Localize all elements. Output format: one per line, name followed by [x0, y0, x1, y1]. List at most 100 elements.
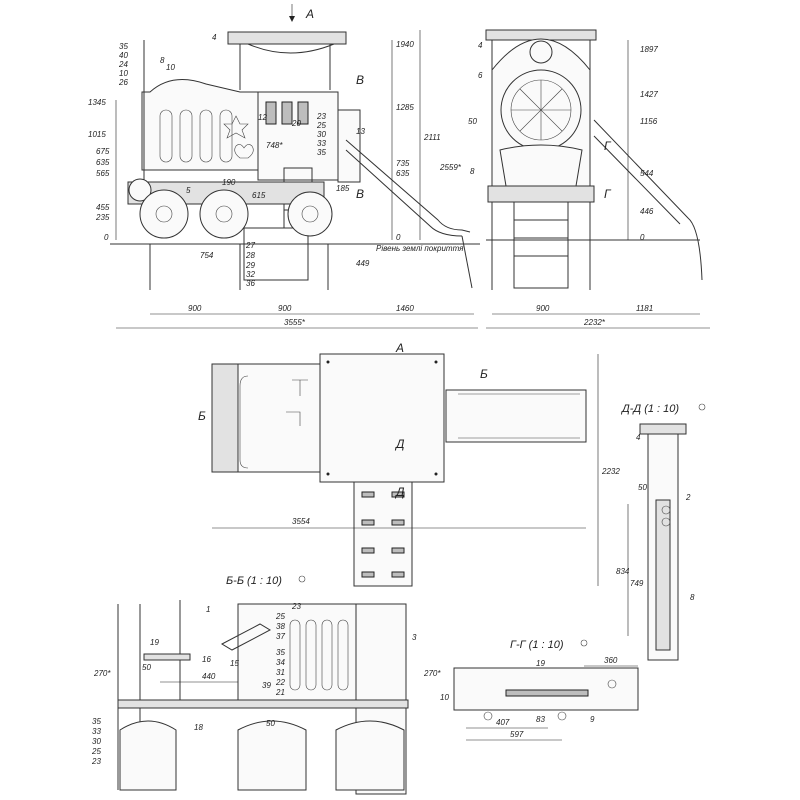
bb-dim-440: 440 [202, 672, 216, 681]
tower-window [265, 101, 277, 125]
side-view: 4 6 8 50 Г Г 1897 1427 1156 544 446 0 90… [468, 29, 710, 329]
section-bb-title: Б-Б (1 : 10) [226, 575, 282, 587]
side-callout-6: 6 [478, 71, 483, 80]
dd-bolt [661, 517, 671, 527]
bb-left-30: 30 [92, 737, 101, 746]
side-section-marker-top: Г [604, 139, 612, 153]
wheel [287, 191, 333, 237]
dim-675: 675 [96, 147, 110, 156]
callout-13: 13 [356, 127, 365, 136]
side-cowcatcher [499, 144, 583, 187]
front-view: A 4 20 12 13 [88, 4, 480, 329]
side-chassis [487, 185, 595, 203]
gg-callout-19: 19 [536, 659, 545, 668]
dd-callout-8: 8 [690, 593, 695, 602]
dim-635-right: 635 [396, 169, 410, 178]
bb-tower-panel [237, 603, 357, 701]
front-slide-bottom [345, 149, 463, 237]
section-gg: Г-Г (1 : 10) 19 10 9 360 83 407 597 [440, 639, 639, 741]
gg-foot [557, 711, 567, 721]
bb-wheel-right [335, 720, 405, 791]
section-bb-symbol [298, 575, 306, 583]
dd-dim-749: 749 [630, 579, 644, 588]
bb-left-35: 35 [92, 717, 101, 726]
section-gg-title: Г-Г (1 : 10) [510, 639, 564, 651]
side-dim-50: 50 [468, 117, 477, 126]
dim-1285: 1285 [396, 103, 414, 112]
dim-3555: 3555* [284, 318, 306, 327]
plan-step [361, 571, 375, 578]
dim-544: 544 [640, 169, 654, 178]
bb-dim-50-bottom: 50 [266, 719, 275, 728]
callout-24: 24 [118, 60, 128, 69]
section-marker-b-top: B [356, 73, 364, 87]
plan-step [391, 571, 405, 578]
dd-bolt [661, 505, 671, 515]
section-dd-title: Д-Д (1 : 10) [620, 403, 679, 415]
gg-callout-9: 9 [590, 715, 595, 724]
dim-900-a: 900 [188, 304, 202, 313]
plan-platform [319, 353, 445, 483]
ground-note: Рівень землі покриття [376, 244, 464, 253]
bb-callout-15: 15 [230, 659, 239, 668]
bb-stack-34: 34 [276, 658, 285, 667]
bb-dim-270-right: 270* [423, 669, 441, 678]
wheel [199, 189, 249, 239]
section-bb: Б-Б (1 : 10) 1 19 16 15 3 39 18 23 25 38… [91, 575, 441, 795]
dd-dim-50: 50 [638, 483, 647, 492]
dim-1015: 1015 [88, 130, 106, 139]
bb-seat [143, 653, 191, 661]
view-arrow-head [289, 16, 295, 22]
gg-dim-83: 83 [536, 715, 545, 724]
side-callout-8: 8 [470, 167, 475, 176]
dim-1156: 1156 [640, 117, 658, 126]
gg-platform [505, 689, 589, 697]
dd-callout-2: 2 [685, 493, 691, 502]
wheel-hub [215, 205, 233, 223]
dd-callout-4: 4 [636, 433, 641, 442]
dim-900-side: 900 [536, 304, 550, 313]
bb-deck [117, 699, 409, 709]
dim-446: 446 [640, 207, 654, 216]
heart-cutout [234, 144, 254, 159]
dim-185: 185 [336, 184, 350, 193]
tower-window [281, 101, 293, 125]
callout-26: 26 [118, 78, 128, 87]
bb-stack-31: 31 [276, 668, 285, 677]
callout-10b: 10 [119, 69, 128, 78]
plan-step [361, 547, 375, 554]
plan-cab-curve [239, 375, 249, 469]
dim-0-right: 0 [396, 233, 401, 242]
roof-posts [239, 43, 335, 90]
plan-section-d: Д [394, 437, 405, 451]
callout-35b: 35 [317, 148, 326, 157]
callout-27: 27 [245, 241, 255, 250]
bb-callout-3: 3 [412, 633, 417, 642]
gg-dim-360: 360 [604, 656, 618, 665]
plan-view: A Б Б Д Д 3554 2232 [198, 341, 620, 587]
gg-bolt [607, 679, 617, 689]
dim-455: 455 [96, 203, 110, 212]
plan-section-b-right: Б [480, 367, 488, 381]
plan-step [361, 519, 375, 526]
side-ladder [513, 201, 569, 289]
dim-748: 748* [266, 141, 283, 150]
slide-support [461, 235, 473, 289]
wheel [139, 189, 189, 239]
dd-panel [655, 499, 671, 651]
callout-32: 32 [246, 270, 255, 279]
dim-1940: 1940 [396, 40, 414, 49]
bolt [326, 360, 330, 364]
dim-615: 615 [252, 191, 266, 200]
plan-section-d-2: Д [394, 485, 405, 499]
dim-449: 449 [356, 259, 370, 268]
boiler-front [337, 109, 361, 183]
plan-step [391, 547, 405, 554]
callout-12: 12 [258, 113, 267, 122]
callout-29: 29 [245, 261, 255, 270]
bb-steering [220, 623, 272, 651]
callout-8: 8 [160, 56, 165, 65]
bb-left-33: 33 [92, 727, 101, 736]
bb-stack-25: 25 [275, 612, 285, 621]
